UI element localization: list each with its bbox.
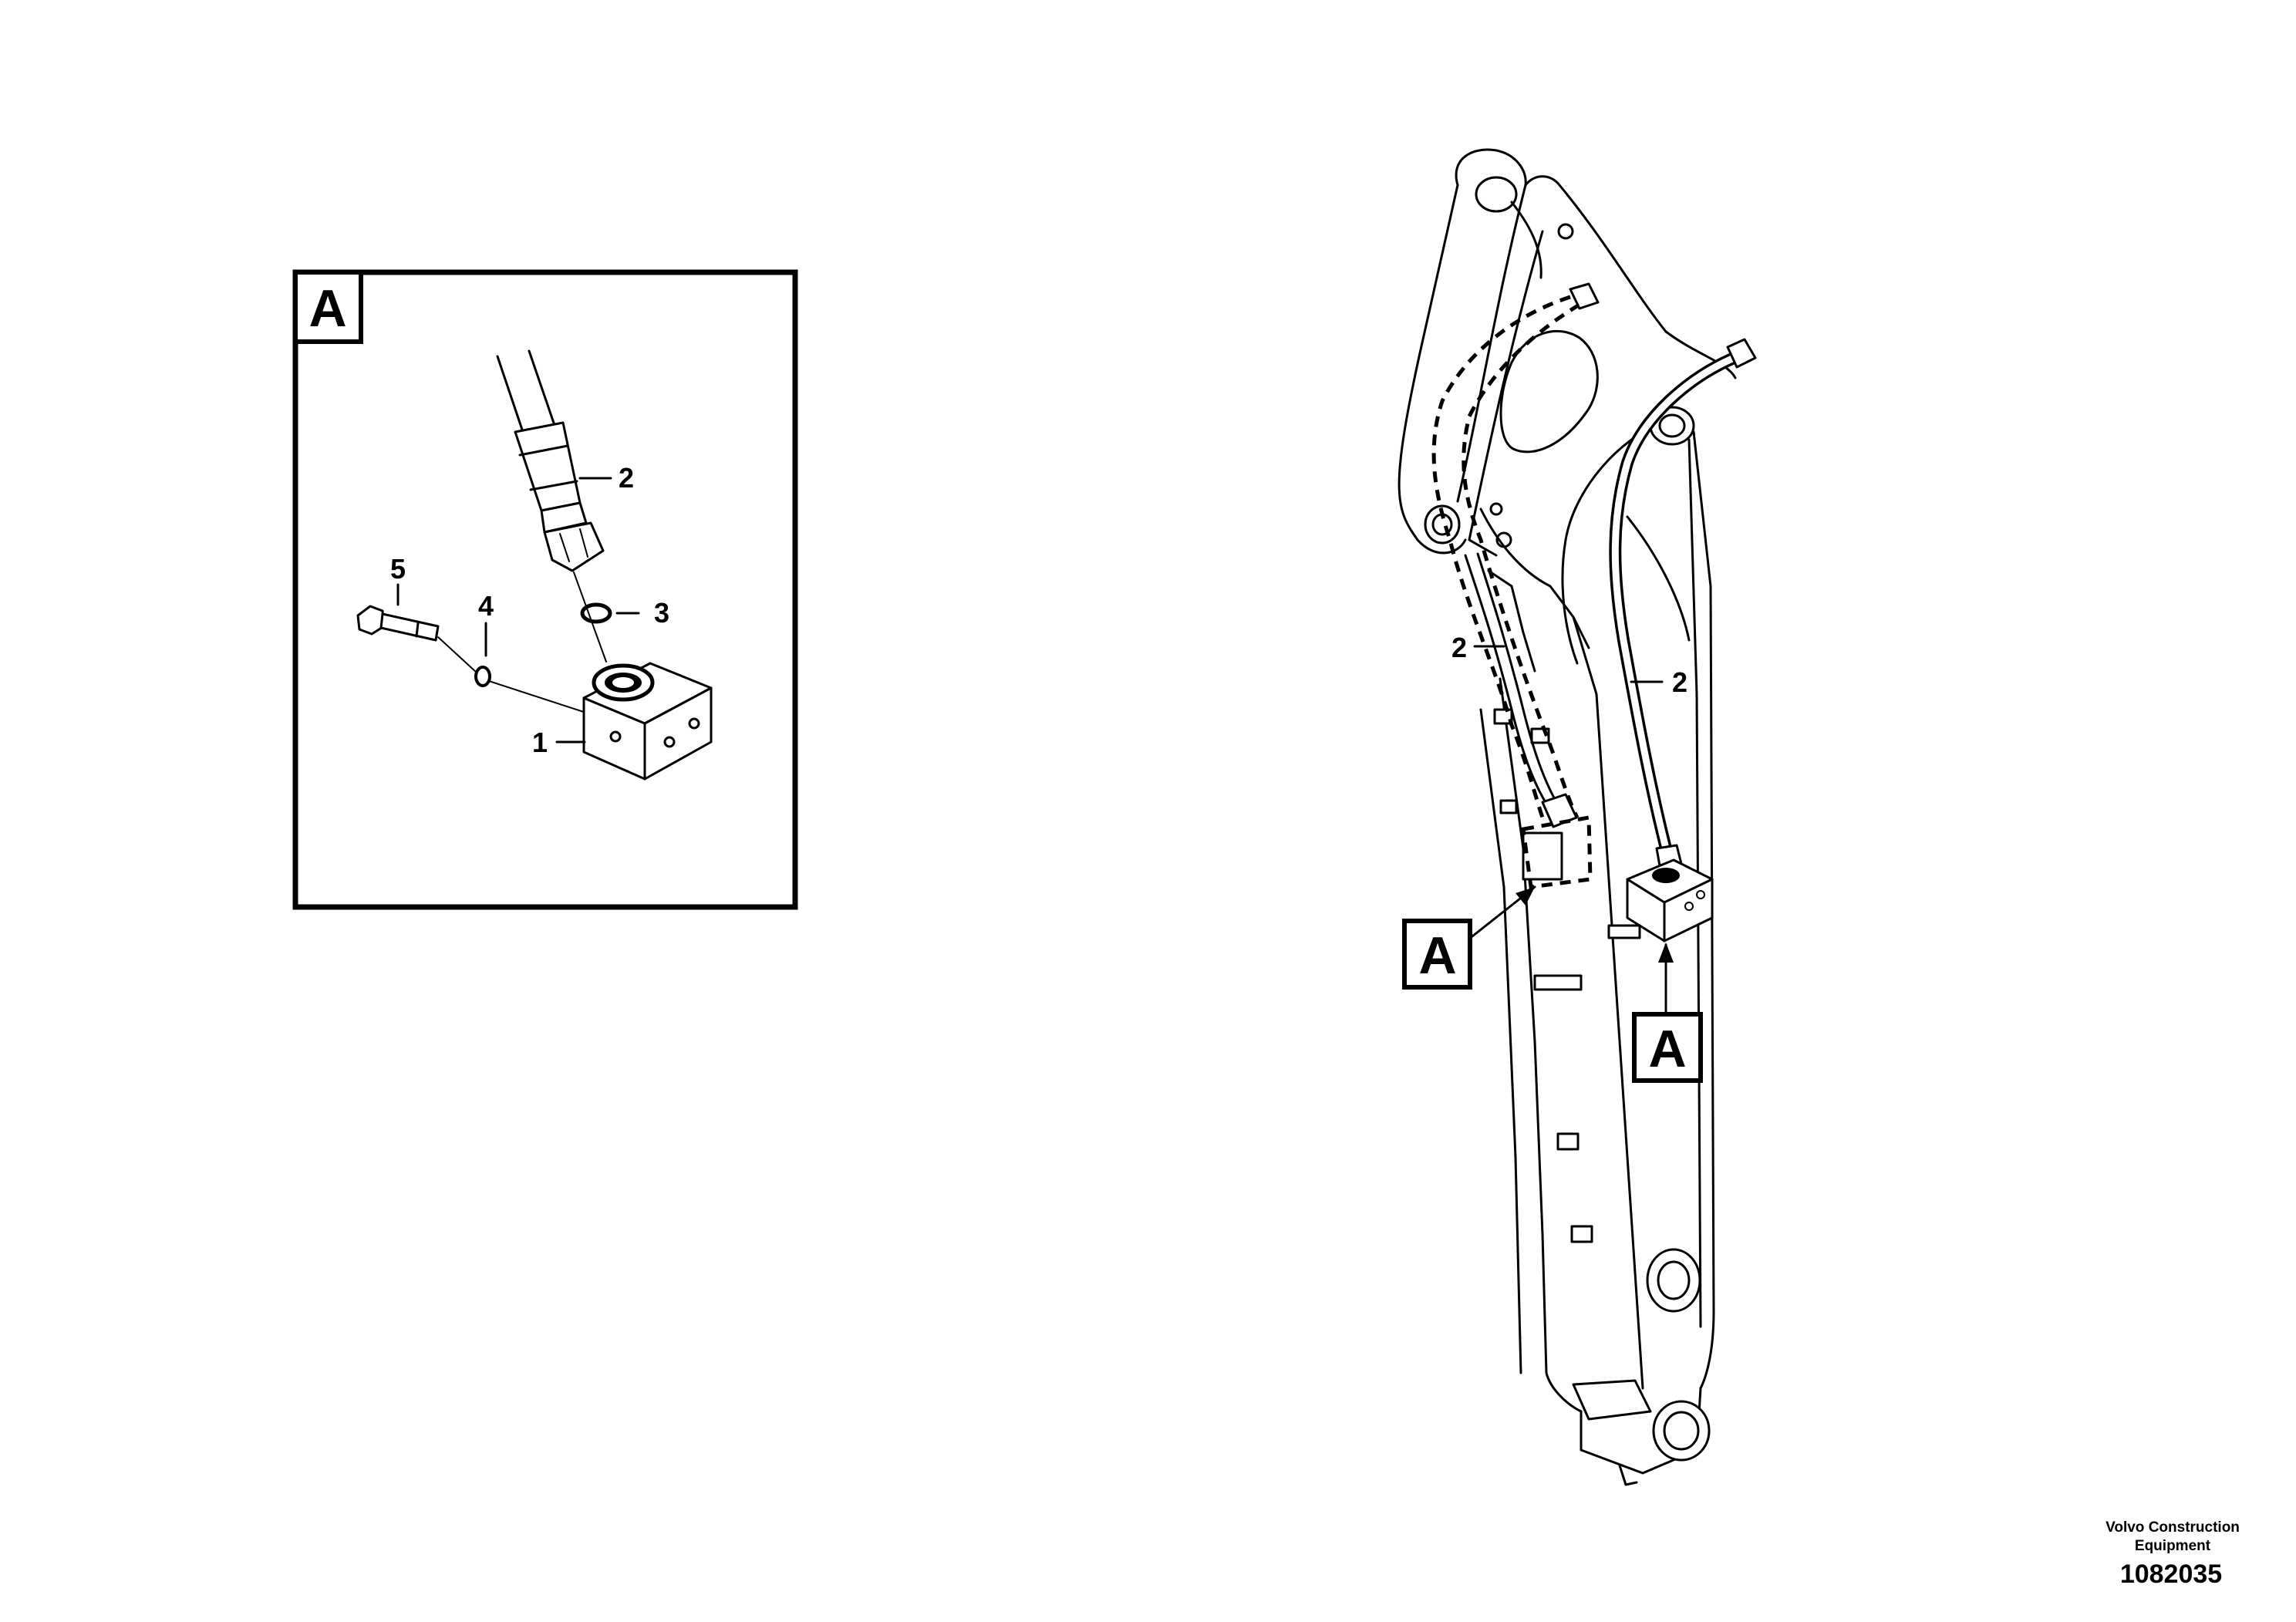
detail-label-box [293, 270, 363, 344]
arm-right-edge [1692, 430, 1715, 1390]
detail-washer [474, 666, 491, 687]
ref-a-left: A [1402, 885, 1536, 990]
arm-top-boss-left [1455, 148, 1527, 187]
footer: Volvo Construction Equipment 1082035 [2106, 1519, 2240, 1589]
callout-5: 5 [390, 553, 406, 585]
detail-label: A [308, 279, 346, 338]
callout-2: 2 [619, 462, 634, 494]
arm-left-edge [1499, 677, 1583, 1413]
callout-3: 3 [654, 597, 669, 629]
detail-bolt [356, 605, 440, 642]
hose-hidden-left [1431, 282, 1600, 819]
credit-line-1: Volvo Construction [2106, 1519, 2240, 1536]
dipper-arm [1397, 148, 1737, 1486]
detail-block [582, 662, 713, 781]
callout-1: 1 [532, 727, 548, 758]
detail-view-a: A [292, 269, 798, 910]
detail-washer-axis [488, 680, 596, 717]
callout-4: 4 [478, 590, 494, 622]
doc-number: 1082035 [2120, 1560, 2222, 1589]
block-right [1626, 858, 1714, 943]
callout-main-2-left: 2 [1451, 632, 1467, 663]
credit-line-2: Equipment [2135, 1538, 2211, 1554]
detail-frame [292, 269, 798, 910]
tip-bore [1652, 1400, 1711, 1462]
hose-left [1464, 552, 1593, 889]
lower-bore [1646, 1248, 1701, 1313]
callout-main-2-right: 2 [1672, 666, 1687, 698]
svg-text:A: A [1418, 926, 1456, 985]
svg-text:A: A [1648, 1020, 1686, 1078]
detail-bolt-axis [437, 636, 477, 673]
ref-a-right: A [1632, 943, 1703, 1083]
detail-hose [496, 349, 607, 663]
detail-o-ring [580, 602, 612, 624]
hose-right [1609, 338, 1757, 876]
